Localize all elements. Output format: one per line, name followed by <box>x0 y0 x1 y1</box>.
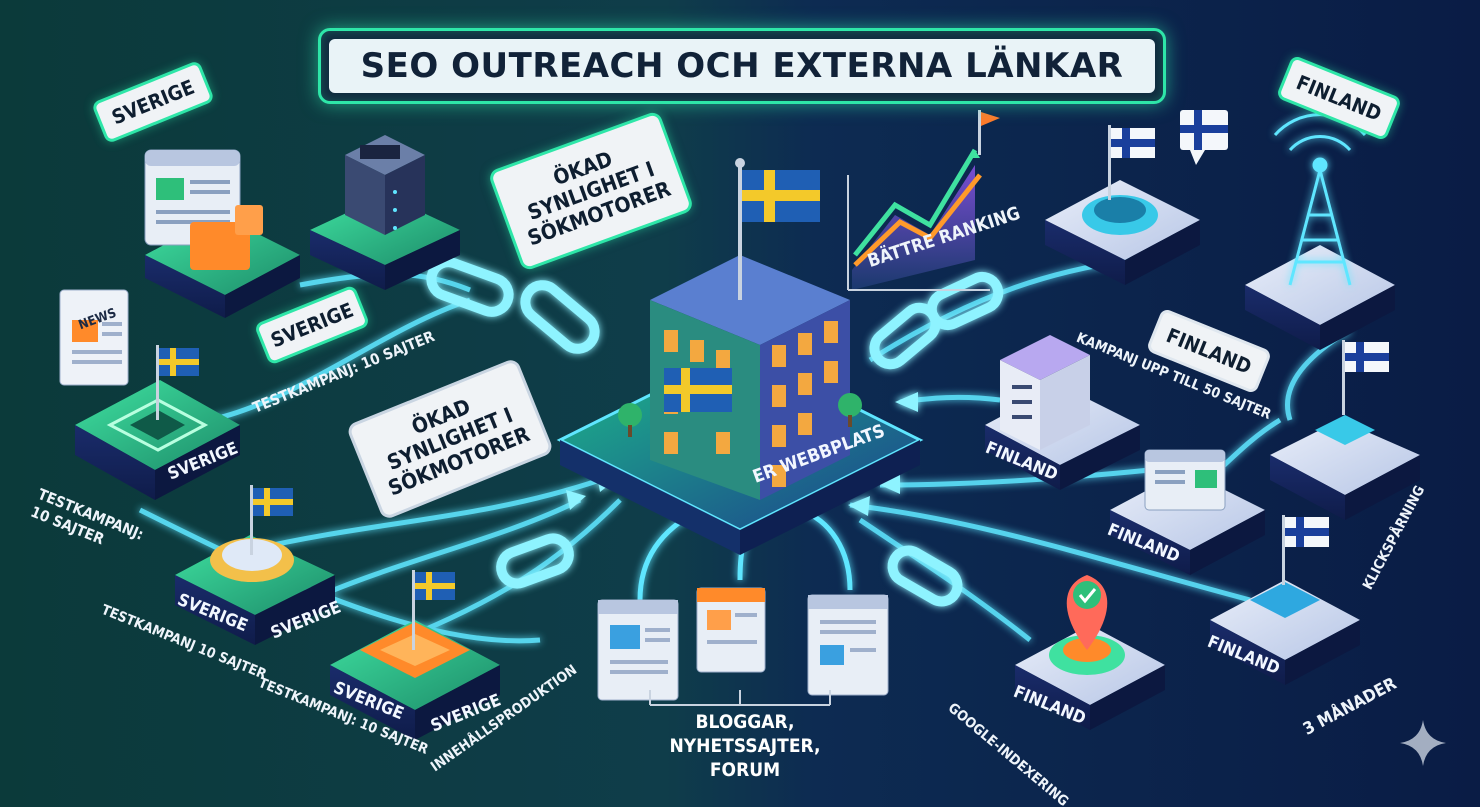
office-building-icon <box>618 255 862 500</box>
news-icon <box>59 289 129 386</box>
radio-tower-icon <box>1273 113 1367 286</box>
finland-platform-pin <box>1015 575 1165 730</box>
sweden-flag-icon <box>250 485 293 555</box>
link-lines-sweden <box>138 271 622 644</box>
browser-window-icon <box>1144 449 1226 511</box>
location-pin-icon <box>1066 575 1108 650</box>
growth-chart-icon <box>847 110 1000 291</box>
sparkle-icon <box>1400 720 1446 766</box>
sweden-platform-target-2 <box>175 485 335 645</box>
browser-window-icon <box>696 587 766 673</box>
finland-platform-bottom <box>1210 515 1360 685</box>
chain-link-icon <box>426 257 1004 607</box>
sweden-platform-target-1 <box>75 345 240 500</box>
finland-flag-icon <box>1108 125 1155 200</box>
finland-platform-top <box>1045 110 1228 285</box>
title-banner: SEO OUTREACH OCH EXTERNA LÄNKAR <box>318 28 1166 104</box>
finland-platform-right <box>1270 340 1420 520</box>
sweden-flag-icon <box>156 345 199 420</box>
finland-flag-icon <box>1180 110 1228 165</box>
finland-platform-browser <box>1110 449 1265 575</box>
server-icon <box>345 135 425 235</box>
sweden-platform-server <box>310 135 460 290</box>
finland-flag-icon <box>1342 340 1389 415</box>
sweden-flag-icon <box>412 570 455 650</box>
newspaper-icon <box>597 599 679 701</box>
newspaper-icon <box>807 594 889 696</box>
server-icon <box>1000 335 1090 450</box>
finland-flag-icon <box>1282 515 1329 585</box>
sweden-platform-browser <box>144 149 300 318</box>
sweden-platform-target-3 <box>330 570 500 740</box>
sources-label: BLOGGAR, NYHETSSAJTER, FORUM <box>669 711 821 781</box>
finland-platform-server <box>985 335 1140 490</box>
browser-window-icon <box>144 149 241 246</box>
source-documents <box>597 587 889 706</box>
page-title: SEO OUTREACH OCH EXTERNA LÄNKAR <box>360 46 1124 86</box>
sweden-flag-icon <box>735 158 820 300</box>
finland-platform-tower <box>1245 113 1395 350</box>
